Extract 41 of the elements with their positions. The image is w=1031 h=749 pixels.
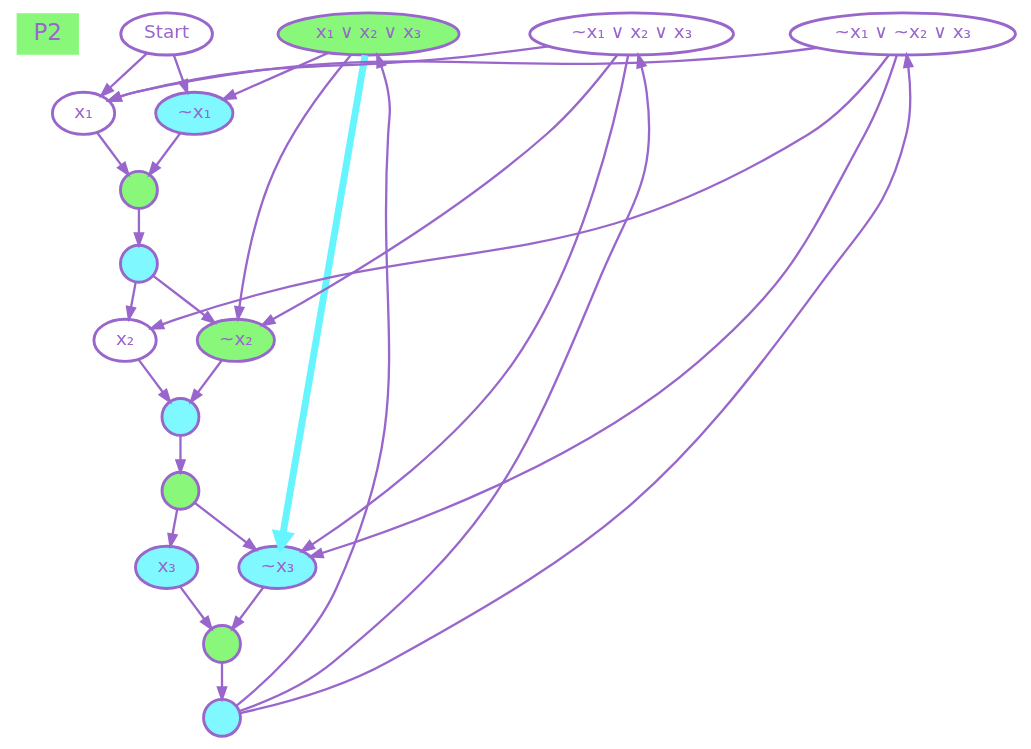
node-circle (201, 624, 242, 664)
node-ellipse: ~x₁ ∨ x₂ ∨ x₃ (527, 11, 735, 57)
arrow (137, 359, 172, 405)
arrow (235, 51, 391, 707)
node-circle (160, 397, 200, 437)
node-ellipse: ~x₁ (153, 90, 234, 136)
node-circle (160, 470, 200, 511)
node-ellipse: ~x₂ (195, 317, 276, 363)
arrow (147, 54, 890, 330)
arrow (174, 435, 186, 476)
node-ellipse: ~x₁ ∨ ~x₂ ∨ x₃ (788, 11, 1017, 57)
arrow (238, 52, 650, 713)
arrow (233, 54, 352, 323)
arrow (219, 51, 329, 101)
node-ellipse: x₂ (92, 317, 158, 363)
arrow (166, 508, 178, 550)
arrow (215, 662, 228, 703)
arrow (125, 281, 137, 323)
arrow (258, 54, 618, 327)
node-ellipse: ~x₃ (236, 544, 317, 590)
arrow (152, 274, 217, 325)
arrow (239, 51, 914, 715)
node-circle (118, 243, 159, 284)
node-circle (118, 170, 159, 210)
node-ellipse: Start (118, 11, 214, 57)
arrow (178, 586, 213, 632)
arrow (146, 132, 181, 178)
arrow (306, 54, 898, 559)
arrow (95, 132, 130, 178)
node-ellipse: x₁ ∨ x₂ ∨ x₃ (276, 11, 461, 57)
arrow (298, 55, 629, 553)
arrow (188, 359, 223, 405)
node-ellipse: x₃ (133, 544, 199, 590)
label: P2 (32, 18, 62, 45)
arrow (193, 501, 259, 552)
arrow (132, 208, 145, 249)
arrow (271, 54, 368, 554)
arrow (98, 52, 148, 98)
node-ellipse: x₁ (50, 90, 116, 136)
arrow (229, 586, 264, 632)
node-circle (201, 697, 242, 738)
